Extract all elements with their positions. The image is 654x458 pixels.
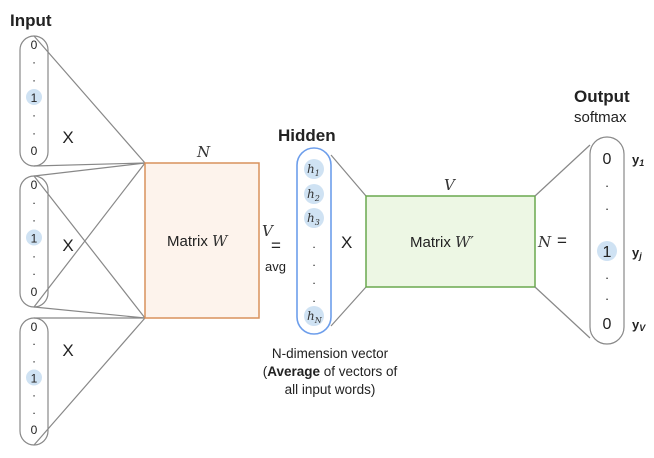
input-vector-entry: . (32, 53, 35, 67)
hidden-entry: h1 (307, 162, 320, 178)
active-output-highlight (597, 241, 617, 261)
hidden-heading: Hidden (278, 126, 336, 145)
hidden-entry-highlight (304, 184, 324, 204)
input-vector-entry: . (32, 193, 35, 207)
input-vector-entry: 0 (31, 144, 38, 158)
output-y-label: yj (632, 245, 642, 261)
input-vector-entry: . (32, 264, 35, 278)
output-entry: 1 (603, 244, 612, 261)
hidden-entry: h3 (307, 211, 320, 227)
input-vector-entry: 1 (31, 372, 38, 386)
input-vector-entry: 1 (31, 91, 38, 105)
matrix-w-box (144, 162, 260, 319)
hidden-entry-highlight (304, 159, 324, 179)
caption-line-1: N-dimension vector (271, 346, 389, 361)
input-vectors: 0..1..0X0..1..0X0..1..0X (19, 35, 74, 446)
matrix-w-label: Matrix W (167, 232, 229, 250)
input-connectors (33, 35, 146, 446)
input-vector-entry: . (32, 351, 35, 365)
connector-line (33, 162, 146, 167)
input-vector-entry: . (32, 334, 35, 348)
matrix-w-prime-box (365, 195, 536, 288)
input-vector-entry: . (32, 106, 35, 120)
softmax-label: softmax (574, 109, 627, 126)
matrix-w-dim-v: V (262, 222, 275, 240)
input-vector-entry: . (32, 403, 35, 417)
input-vector-entry: 0 (31, 38, 38, 52)
input-multiply-sign: X (62, 341, 73, 360)
connector-line (33, 162, 146, 308)
output-entry: 0 (603, 316, 612, 333)
input-vector-entry: 1 (31, 232, 38, 246)
hidden-entry-highlight (304, 306, 324, 326)
input-vector-1: 0..1..0X (19, 35, 74, 167)
input-vector-entry: . (32, 386, 35, 400)
matrix-w-dim-n: N (196, 143, 211, 161)
hidden-multiply-sign: X (341, 233, 352, 252)
connector-line (33, 35, 146, 164)
output-heading: Output (574, 87, 630, 106)
connector-line (33, 306, 146, 319)
output-y-label: yV (632, 317, 646, 333)
input-vector-2: 0..1..0X (19, 175, 74, 308)
input-vector-3: 0..1..0X (19, 317, 74, 446)
output-vector (589, 136, 625, 345)
input-vector-entry: 0 (31, 178, 38, 192)
caption-line-3: all input words) (284, 382, 376, 397)
input-vector-entry: . (32, 123, 35, 137)
hidden-connector-bottom (330, 286, 367, 327)
input-vector-entry: . (32, 70, 35, 84)
hidden-entries: h1 h2 h3.... hN (304, 159, 324, 326)
hidden-caption: N-dimension vector (Average of vectors o… (225, 345, 435, 399)
output-connector-bottom (534, 286, 591, 339)
equals-sign-1: = (271, 236, 281, 255)
hidden-entry-dot: . (312, 273, 315, 287)
output-entry: . (605, 288, 609, 303)
input-vector-entry: . (32, 211, 35, 225)
input-multiply-sign: X (62, 128, 73, 147)
equals-sign-2: = (557, 231, 567, 250)
hidden-entry: h2 (307, 187, 320, 203)
caption-average: Average (267, 364, 320, 379)
connector-line (33, 317, 146, 446)
connector-line (33, 175, 146, 319)
input-vector-entry: 0 (31, 423, 38, 437)
hidden-entry-dot: . (312, 255, 315, 269)
output-y-label: y1 (632, 152, 644, 168)
hidden-entry-dot: . (312, 291, 315, 305)
matrix-w-prime-dim-n: N (537, 233, 552, 251)
active-entry-highlight (26, 89, 42, 105)
output-entries: 0.. 1.. 0 (597, 151, 617, 333)
output-entry: 0 (603, 151, 612, 168)
hidden-entry-dot: . (312, 237, 315, 251)
input-vector-entry: 0 (31, 285, 38, 299)
output-entry: . (605, 267, 609, 282)
input-multiply-sign: X (62, 236, 73, 255)
active-entry-highlight (26, 369, 42, 386)
input-vector-entry: 0 (31, 320, 38, 334)
matrix-w-prime-label: Matrix W′ (410, 233, 474, 251)
hidden-connector-top (330, 154, 367, 197)
input-heading: Input (10, 11, 52, 30)
hidden-entry: hN (307, 309, 323, 325)
input-vector-entry: . (32, 246, 35, 260)
matrix-w-prime-dim-v: V (444, 176, 457, 194)
avg-label: avg (265, 259, 286, 274)
caption-line-2: (Average of vectors of (262, 364, 398, 379)
output-entry: . (605, 198, 609, 213)
output-entry: . (605, 175, 609, 190)
hidden-entry-highlight (304, 208, 324, 228)
output-connector-top (534, 144, 591, 197)
connector-line (33, 162, 146, 177)
output-labels: y1 yj yV (632, 152, 646, 333)
active-entry-highlight (26, 229, 42, 246)
